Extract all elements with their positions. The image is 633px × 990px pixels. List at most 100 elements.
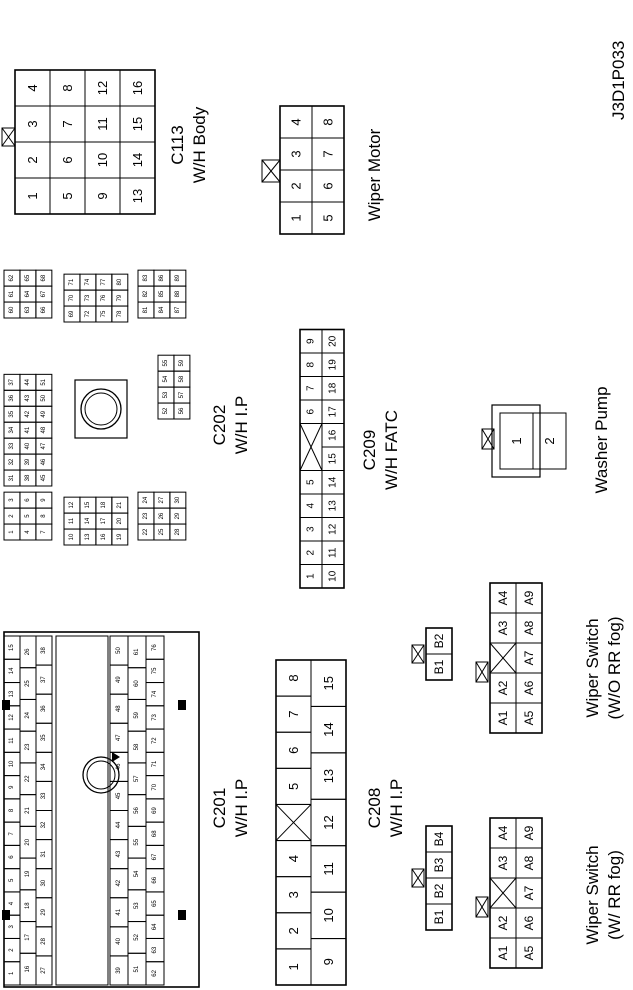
pin-number: 85 — [159, 290, 165, 297]
pin-cell: 89 — [169, 269, 187, 287]
pin-cell: 9 — [84, 177, 121, 215]
pin-cell: 86 — [153, 269, 171, 287]
pin-cell: 13 — [321, 493, 345, 518]
pin-number: 7 — [60, 120, 75, 127]
pin-cell: 88 — [169, 285, 187, 303]
pin-number: 8 — [321, 118, 336, 125]
pin-number: 7 — [321, 150, 336, 157]
pin-cell: 12 — [310, 798, 347, 847]
pin-cell: B4 — [425, 825, 453, 853]
pin-number: 5 — [306, 479, 317, 485]
pin-number: 9 — [321, 958, 336, 965]
pin-cell: 39 — [19, 453, 37, 471]
pin-cell: 34 — [35, 751, 53, 782]
pin-cell: 34 — [3, 421, 21, 439]
pin-cell: 8 — [35, 507, 53, 525]
pin-number: 20 — [328, 335, 339, 347]
pin-number: 45 — [116, 792, 122, 799]
pin-cell: 77 — [95, 273, 113, 291]
pin-cell: A9 — [515, 817, 543, 849]
wiper-switch-wo-name: Wiper Switch — [583, 618, 602, 717]
pin-number: 27 — [41, 966, 47, 973]
pin-cell: 45 — [109, 780, 129, 812]
pin-cell: 80 — [111, 273, 129, 291]
c113-label: C113 W/H Body — [168, 106, 209, 183]
pin-number: 82 — [143, 290, 149, 297]
pin-number: 50 — [116, 647, 122, 654]
pin-number: 40 — [25, 442, 31, 449]
pin-number: 67 — [41, 290, 47, 297]
pin-cell: 78 — [111, 305, 129, 323]
pin-number: 42 — [116, 879, 122, 886]
pin-cell: 56 — [127, 794, 147, 827]
c202-connector: 1234567891011121314151617181920212223242… — [3, 269, 191, 546]
pin-number: 61 — [134, 648, 140, 655]
pin-cell: 82 — [137, 285, 155, 303]
pin-cell: 70 — [145, 775, 165, 800]
pin-cell: 27 — [153, 491, 171, 509]
pin-number: 11 — [321, 862, 336, 876]
c209-label: C209 W/H FATC — [360, 410, 401, 490]
pin-number: 56 — [134, 807, 140, 814]
pin-cell: 3 — [279, 137, 313, 171]
pin-cell: 48 — [109, 693, 129, 724]
pin-cell: 15 — [321, 446, 345, 471]
c201-connector: 1234567891011121314151617181920212223242… — [2, 631, 200, 988]
pin-cell: 5 — [275, 767, 312, 805]
pin-cell: 43 — [109, 839, 129, 870]
pin-number: 55 — [134, 838, 140, 845]
pin-cell: 7 — [35, 523, 53, 541]
pin-number: A3 — [496, 620, 510, 635]
pin-cell: 28 — [169, 523, 187, 541]
pin-cell: 61 — [127, 635, 147, 669]
pin-number: B2 — [432, 633, 446, 648]
pin-cell: 10 — [310, 891, 347, 940]
mount-tab — [178, 700, 186, 710]
pin-number: 58 — [179, 375, 185, 382]
pin-number: A1 — [496, 710, 510, 725]
pin-cell: A7 — [515, 642, 543, 674]
pin-number: 5 — [60, 192, 75, 199]
pin-cell: 22 — [137, 523, 155, 541]
pin-cell: 2 — [279, 169, 313, 203]
c201-channel — [55, 635, 109, 986]
pin-cell: 2 — [532, 412, 567, 470]
pin-number: 71 — [69, 278, 75, 285]
pin-cell: 60 — [3, 301, 21, 319]
pin-number: 72 — [85, 310, 91, 317]
pin-cell: 8 — [3, 798, 21, 823]
c113-name: C113 — [168, 125, 187, 164]
pin-number: 36 — [9, 394, 15, 401]
pin-cell: 31 — [35, 839, 53, 870]
pin-number: 3 — [286, 891, 301, 898]
pin-border — [111, 496, 129, 514]
pin-number: 35 — [9, 410, 15, 417]
pin-cell: 17 — [19, 921, 37, 954]
pin-cell: 48 — [35, 421, 53, 439]
pin-cell: 40 — [19, 437, 37, 455]
pin-number: 6 — [321, 182, 336, 189]
wiper-switch-wo-sub: (W/O RR fog) — [605, 617, 624, 720]
pin-cell: 20 — [111, 512, 129, 530]
pin-number: 54 — [134, 870, 140, 877]
pin-border — [169, 269, 187, 287]
pin-number: A1 — [496, 945, 510, 960]
pin-cell: 5 — [299, 470, 323, 495]
pin-cell: A5 — [515, 702, 543, 734]
pin-cell: 87 — [169, 301, 187, 319]
pin-cell: 5 — [19, 507, 37, 525]
pin-number: 13 — [130, 189, 145, 203]
pin-number: 88 — [175, 290, 181, 297]
pin-number: 66 — [41, 306, 47, 313]
pin-cell: 33 — [3, 437, 21, 455]
pin-number: 22 — [143, 528, 149, 535]
latch-cross — [475, 896, 489, 918]
pin-cell: 57 — [173, 386, 191, 404]
pin-cell: 54 — [127, 857, 147, 891]
pin-number: 51 — [134, 965, 140, 972]
key-cross — [275, 804, 312, 841]
pin-number: 38 — [41, 647, 47, 654]
pin-cell: 6 — [49, 141, 86, 179]
pin-number: 35 — [41, 734, 47, 741]
pin-cell: 12 — [321, 517, 345, 542]
